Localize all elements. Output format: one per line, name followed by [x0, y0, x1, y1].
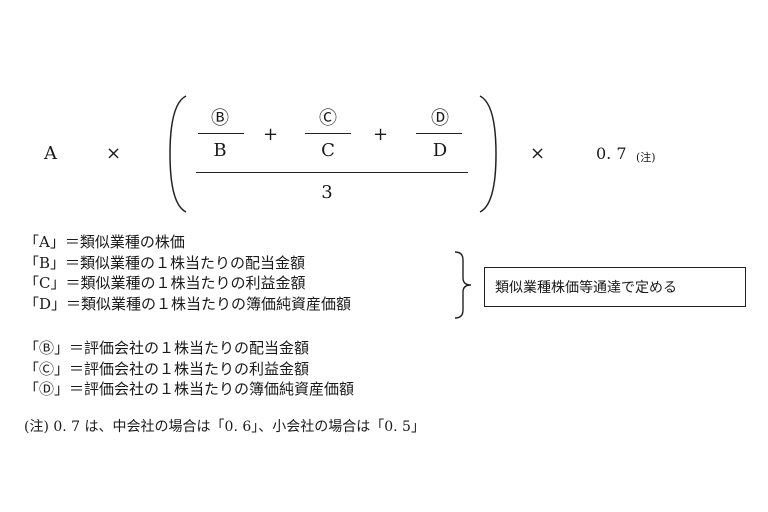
main-fraction-bar	[196, 172, 468, 174]
definition-b-circled: 「Ⓑ」＝評価会社の１株当たりの配当金額	[24, 339, 310, 357]
fraction-bar-b	[198, 133, 244, 135]
fraction-bar-d	[416, 133, 462, 135]
definition-c: 「C」＝類似業種の１株当たりの利益金額	[24, 274, 306, 292]
plus-sign-1: +	[263, 124, 279, 145]
definition-c-circled: 「Ⓒ」＝評価会社の１株当たりの利益金額	[24, 359, 310, 378]
numerator-b-circled: Ⓑ	[211, 108, 229, 129]
multiply-sign: ×	[106, 143, 122, 164]
bracket-note-text: 類似業種株価等通達で定める	[495, 280, 677, 296]
definition-b: 「B」＝類似業種の１株当たりの配当金額	[24, 253, 306, 272]
definitions-group-2: 「Ⓑ」＝評価会社の１株当たりの配当金額 「Ⓒ」＝評価会社の１株当たりの利益金額 …	[24, 338, 354, 400]
note-mark: (注)	[636, 151, 656, 164]
fraction-bar-c	[305, 133, 351, 135]
left-parenthesis	[169, 95, 187, 213]
definitions-group-1: 「A」＝類似業種の株価 「B」＝類似業種の１株当たりの配当金額 「C」＝類似業種…	[24, 232, 351, 314]
denominator-b: B	[213, 140, 227, 161]
curly-brace	[454, 251, 472, 319]
denominator-c: C	[321, 140, 335, 161]
numerator-c-circled: Ⓒ	[319, 108, 337, 129]
bracket-note-box: 類似業種株価等通達で定める	[484, 267, 746, 307]
divisor-three: 3	[321, 182, 333, 203]
footnote: (注) 0. 7 は、中会社の場合は「0. 6」、小会社の場合は「0. 5」	[24, 419, 425, 435]
definition-a: 「A」＝類似業種の株価	[24, 233, 185, 251]
denominator-d: D	[432, 140, 448, 161]
factor-value: 0. 7	[596, 144, 627, 163]
definition-d-circled: 「Ⓓ」＝評価会社の１株当たりの簿価純資産価額	[24, 380, 355, 398]
variable-a: A	[44, 143, 57, 164]
plus-sign-2: +	[373, 124, 389, 145]
multiply-sign-2: ×	[530, 143, 546, 164]
definition-d: 「D」＝類似業種の１株当たりの簿価純資産価額	[24, 294, 352, 313]
right-parenthesis	[479, 95, 497, 213]
numerator-d-circled: Ⓓ	[431, 108, 449, 129]
